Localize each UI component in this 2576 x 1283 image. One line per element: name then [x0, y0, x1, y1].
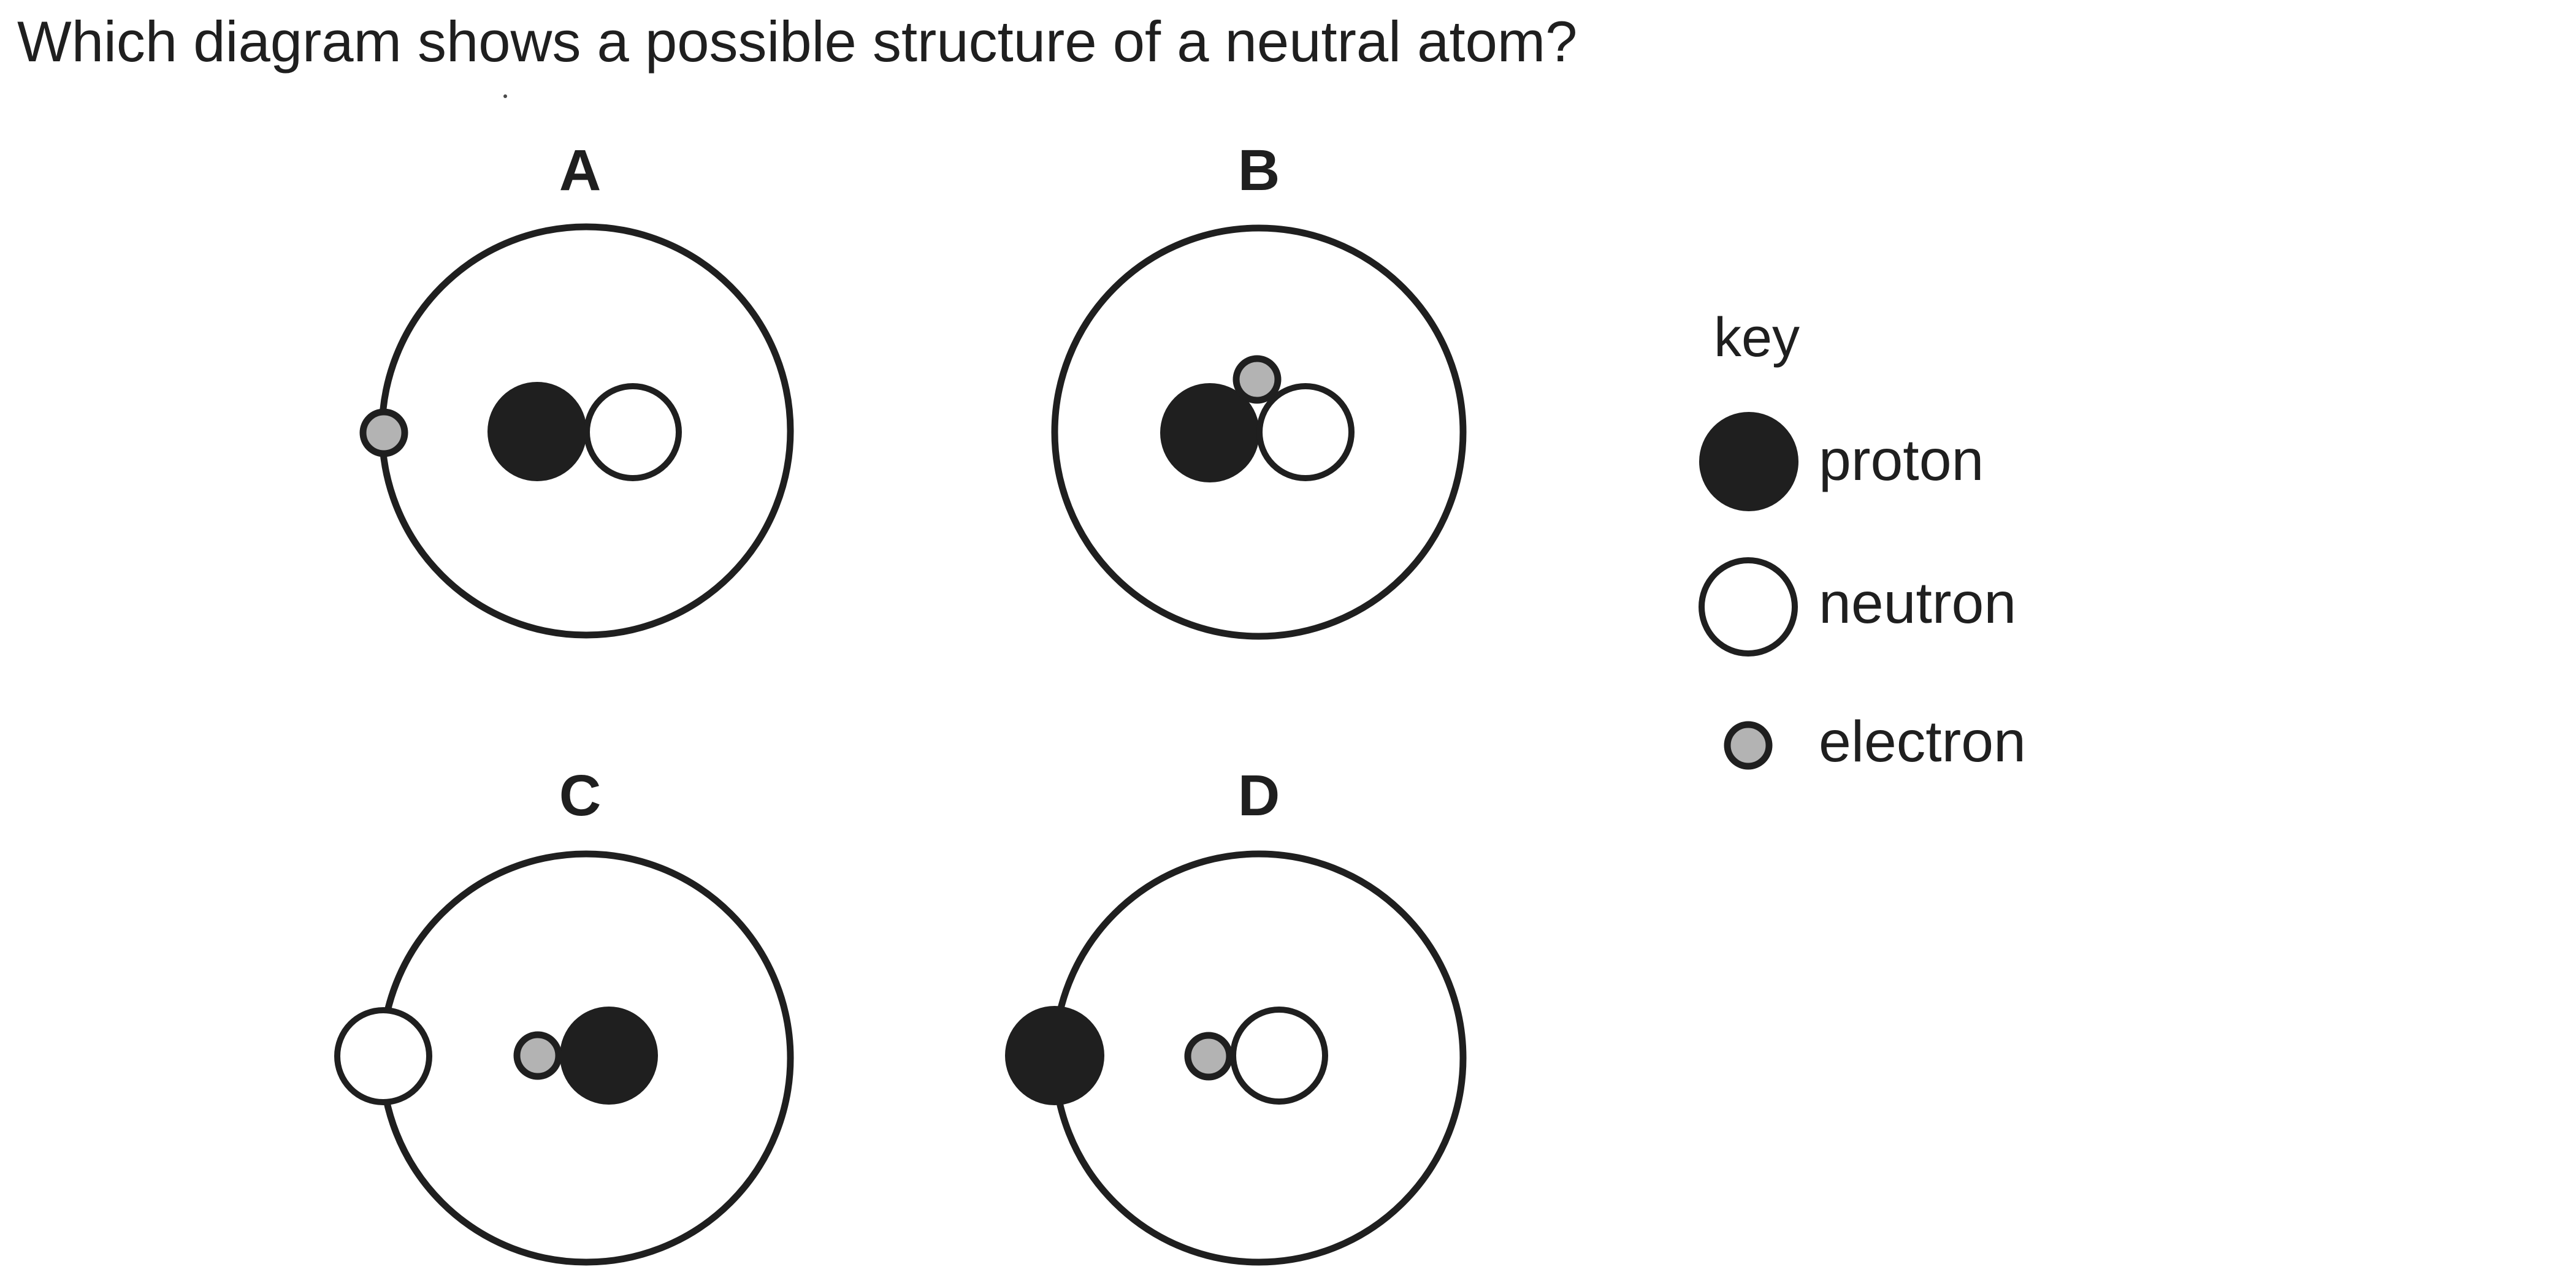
neutron-swatch: [1699, 557, 1798, 657]
question-title: Which diagram shows a possible structure…: [17, 9, 1577, 74]
neutron-b: [1256, 383, 1355, 481]
option-a-label: A: [559, 138, 602, 203]
key-legend: key proton neutron electron: [1699, 307, 2026, 774]
key-heading: key: [1714, 307, 1800, 368]
option-c-label: C: [559, 763, 602, 828]
stray-dot: [503, 94, 507, 98]
proton-a: [487, 382, 587, 481]
neutron-c: [334, 1007, 432, 1105]
electron-d: [1184, 1032, 1233, 1081]
option-b-label: B: [1238, 138, 1280, 203]
electron-a: [359, 408, 408, 457]
proton-c: [560, 1007, 658, 1105]
electron-swatch: [1724, 721, 1773, 770]
key-neutron-label: neutron: [1819, 571, 2016, 636]
key-electron-label: electron: [1819, 709, 2026, 774]
orbit-circle-b: [1051, 224, 1467, 640]
proton-d: [1005, 1006, 1104, 1105]
proton-b: [1160, 383, 1259, 482]
electron-b: [1233, 355, 1282, 404]
diagram-option-b: B: [1051, 138, 1467, 640]
diagram-option-c: C: [334, 763, 794, 1266]
option-d-label: D: [1238, 763, 1280, 828]
diagram-option-d: D: [1005, 763, 1467, 1266]
diagram-option-a: A: [359, 138, 794, 639]
proton-swatch: [1699, 412, 1798, 511]
neutron-a: [584, 383, 682, 481]
electron-c: [513, 1031, 562, 1080]
key-proton-label: proton: [1819, 428, 1984, 493]
neutron-d: [1230, 1007, 1328, 1105]
